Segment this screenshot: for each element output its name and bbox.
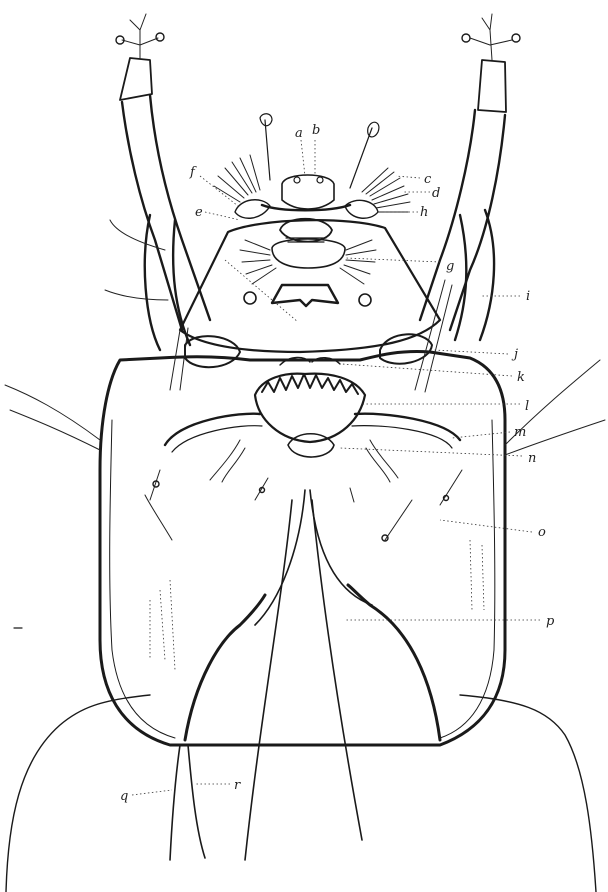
palp-papilla-left (294, 177, 300, 183)
antenna-left-knob-2 (156, 33, 164, 41)
leader-e (205, 212, 240, 220)
lateral-seta-upper-left (105, 220, 168, 300)
leader-m (452, 432, 510, 438)
head-capsule-inner-edge (110, 420, 175, 738)
antenna-left-tip (122, 14, 158, 58)
label-o: o (538, 525, 546, 540)
label-f: f (189, 165, 197, 180)
antenna-left-segment (120, 58, 152, 100)
club-hair-right (350, 122, 379, 188)
head-capsule (100, 352, 505, 745)
leader-q (132, 790, 172, 795)
label-h: h (420, 205, 428, 220)
label-a: a (295, 126, 303, 141)
maxillary-setae-right (362, 168, 410, 212)
head-seta-2 (255, 478, 268, 500)
leader-n (340, 448, 522, 456)
label-n: n (528, 451, 536, 466)
label-l: l (525, 399, 529, 414)
leader-extra-left (225, 260, 298, 322)
label-p: p (546, 614, 555, 629)
eye-spot-left (244, 292, 256, 304)
cervical-sclerite-q (170, 745, 180, 860)
pharynx-hairs-right (340, 240, 376, 284)
head-seta-5 (385, 500, 412, 540)
epicranial-stem-left (255, 490, 305, 625)
head-capsule-inner-edge-right (440, 420, 495, 738)
leader-a (301, 140, 305, 176)
hypopharynx (272, 285, 338, 306)
label-d: d (432, 186, 440, 201)
head-seta-4 (440, 470, 462, 505)
mandible-base-left (185, 336, 240, 367)
palp-teeth (262, 205, 350, 210)
thorax-outline (6, 695, 596, 892)
label-b: b (312, 123, 320, 138)
antenna-right-segment (478, 60, 506, 112)
label-i: i (526, 289, 530, 304)
tentorial-rod-right (312, 500, 362, 840)
tentorial-rod-left (245, 500, 292, 860)
epicranial-stem-right (310, 490, 372, 605)
pharynx-hairs-left (240, 240, 276, 284)
head-seta-3 (350, 488, 354, 502)
label-c: c (424, 172, 432, 187)
label-j: j (511, 347, 518, 362)
head-seta-6 (145, 495, 172, 540)
maxillary-setae-left (214, 155, 260, 202)
label-g: g (446, 259, 454, 274)
gena-right (455, 210, 494, 340)
label-e: e (195, 205, 203, 220)
palp-papilla-right (317, 177, 323, 183)
antenna-right-knob-1 (462, 34, 470, 42)
label-q: q (120, 789, 128, 804)
labial-palp (282, 175, 334, 209)
club-hair-left (260, 114, 272, 180)
cervical-sclerite-r (188, 745, 205, 858)
pharynx-plate (272, 239, 345, 268)
antenna-right-knob-2 (512, 34, 520, 42)
lateral-seta-left (5, 385, 100, 450)
eye-spot-right (359, 294, 371, 306)
label-r: r (234, 778, 241, 793)
stipple-left (150, 540, 484, 670)
antenna-right-tip (470, 14, 512, 60)
frontal-suture-left (185, 595, 265, 740)
mentum (255, 374, 365, 442)
frontal-suture-right (348, 585, 440, 740)
ligula (288, 434, 334, 457)
submentum-bar-inner (172, 426, 452, 452)
galea-left (235, 200, 270, 219)
leader-f (200, 176, 238, 206)
label-k: k (517, 370, 525, 385)
submentum-bar (165, 414, 460, 445)
label-m: m (514, 425, 526, 440)
galea-right (345, 200, 378, 218)
leader-o (440, 520, 532, 532)
ligula-hooks (210, 440, 398, 482)
